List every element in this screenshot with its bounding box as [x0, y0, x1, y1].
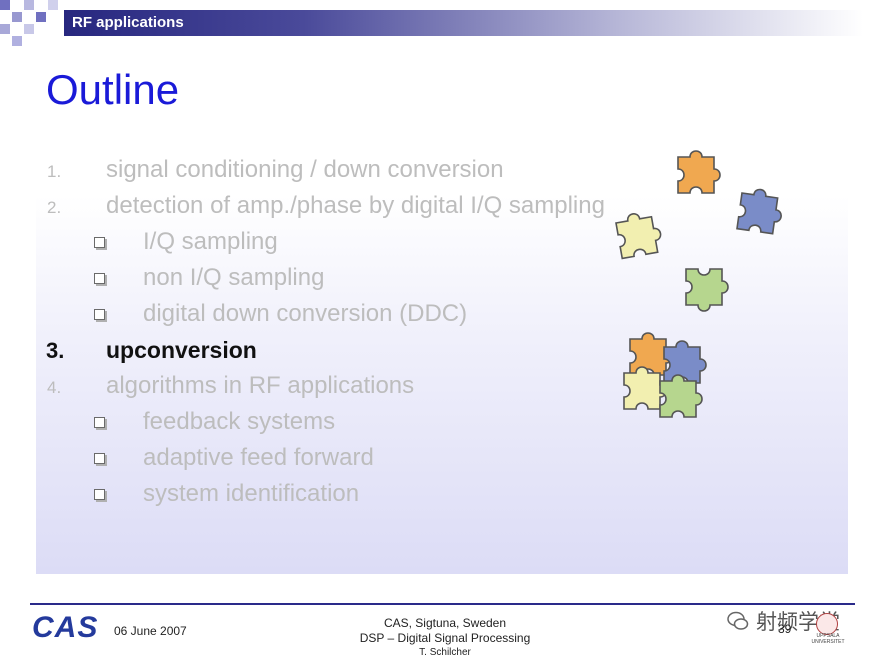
checkbox-bullet-icon — [94, 309, 105, 320]
corner-square — [48, 0, 58, 10]
outline-item: signal conditioning / down conversion — [106, 156, 504, 183]
checkbox-bullet-icon — [94, 237, 105, 248]
corner-square — [0, 24, 10, 34]
corner-square — [24, 24, 34, 34]
puzzle-piece-icon — [677, 150, 721, 194]
content-panel — [36, 48, 848, 574]
footer-info: CAS, Sigtuna, Sweden DSP – Digital Signa… — [330, 616, 560, 659]
outline-subitem: I/Q sampling — [143, 228, 278, 255]
header-bar: RF applications — [64, 10, 863, 36]
corner-square — [36, 12, 46, 22]
outline-subitem: system identification — [143, 480, 360, 507]
outline-subitem: digital down conversion (DDC) — [143, 300, 468, 327]
header-title: RF applications — [72, 14, 184, 31]
university-name: UPPSALA UNIVERSITET — [806, 633, 850, 645]
corner-square — [0, 0, 10, 10]
item-number-active: 3. — [46, 338, 65, 363]
outline-item: algorithms in RF applications — [106, 372, 415, 399]
puzzle-piece-icon — [659, 374, 703, 418]
puzzle-piece-icon — [614, 208, 665, 260]
university-line-2: UNIVERSITET — [811, 639, 845, 645]
item-number: 4. — [47, 378, 62, 397]
outline-subitem: feedback systems — [143, 408, 336, 435]
item-number: 1. — [47, 162, 62, 181]
university-seal-icon — [816, 613, 838, 635]
checkbox-bullet-icon — [94, 417, 105, 428]
footer-venue: CAS, Sigtuna, Sweden — [383, 616, 507, 630]
item-number: 2. — [47, 198, 62, 217]
corner-square — [12, 36, 22, 46]
outline-item: detection of amp./phase by digital I/Q s… — [106, 192, 605, 219]
cas-logo: CAS — [32, 611, 99, 644]
puzzle-illustration — [614, 150, 786, 418]
wechat-icon — [727, 611, 749, 630]
puzzle-piece-icon — [736, 186, 786, 236]
slide-title: Outline — [46, 66, 180, 113]
corner-square — [24, 0, 34, 10]
footer-author: T. Schilcher — [419, 647, 471, 658]
university-line-1: UPPSALA — [816, 633, 840, 639]
puzzle-piece-icon — [685, 268, 729, 312]
puzzle-piece-icon — [663, 340, 707, 384]
outline-subitem: adaptive feed forward — [143, 444, 374, 471]
footer-divider — [30, 603, 855, 605]
checkbox-bullet-icon — [94, 453, 105, 464]
corner-square — [12, 12, 22, 22]
outline-item-active: upconversion — [106, 337, 257, 363]
page-number: 39 — [778, 622, 792, 636]
checkbox-bullet-icon — [94, 489, 105, 500]
checkbox-bullet-icon — [94, 273, 105, 284]
footer-course: DSP – Digital Signal Processing — [359, 631, 531, 645]
outline-subitem: non I/Q sampling — [143, 264, 325, 291]
footer-date: 06 June 2007 — [114, 624, 187, 638]
